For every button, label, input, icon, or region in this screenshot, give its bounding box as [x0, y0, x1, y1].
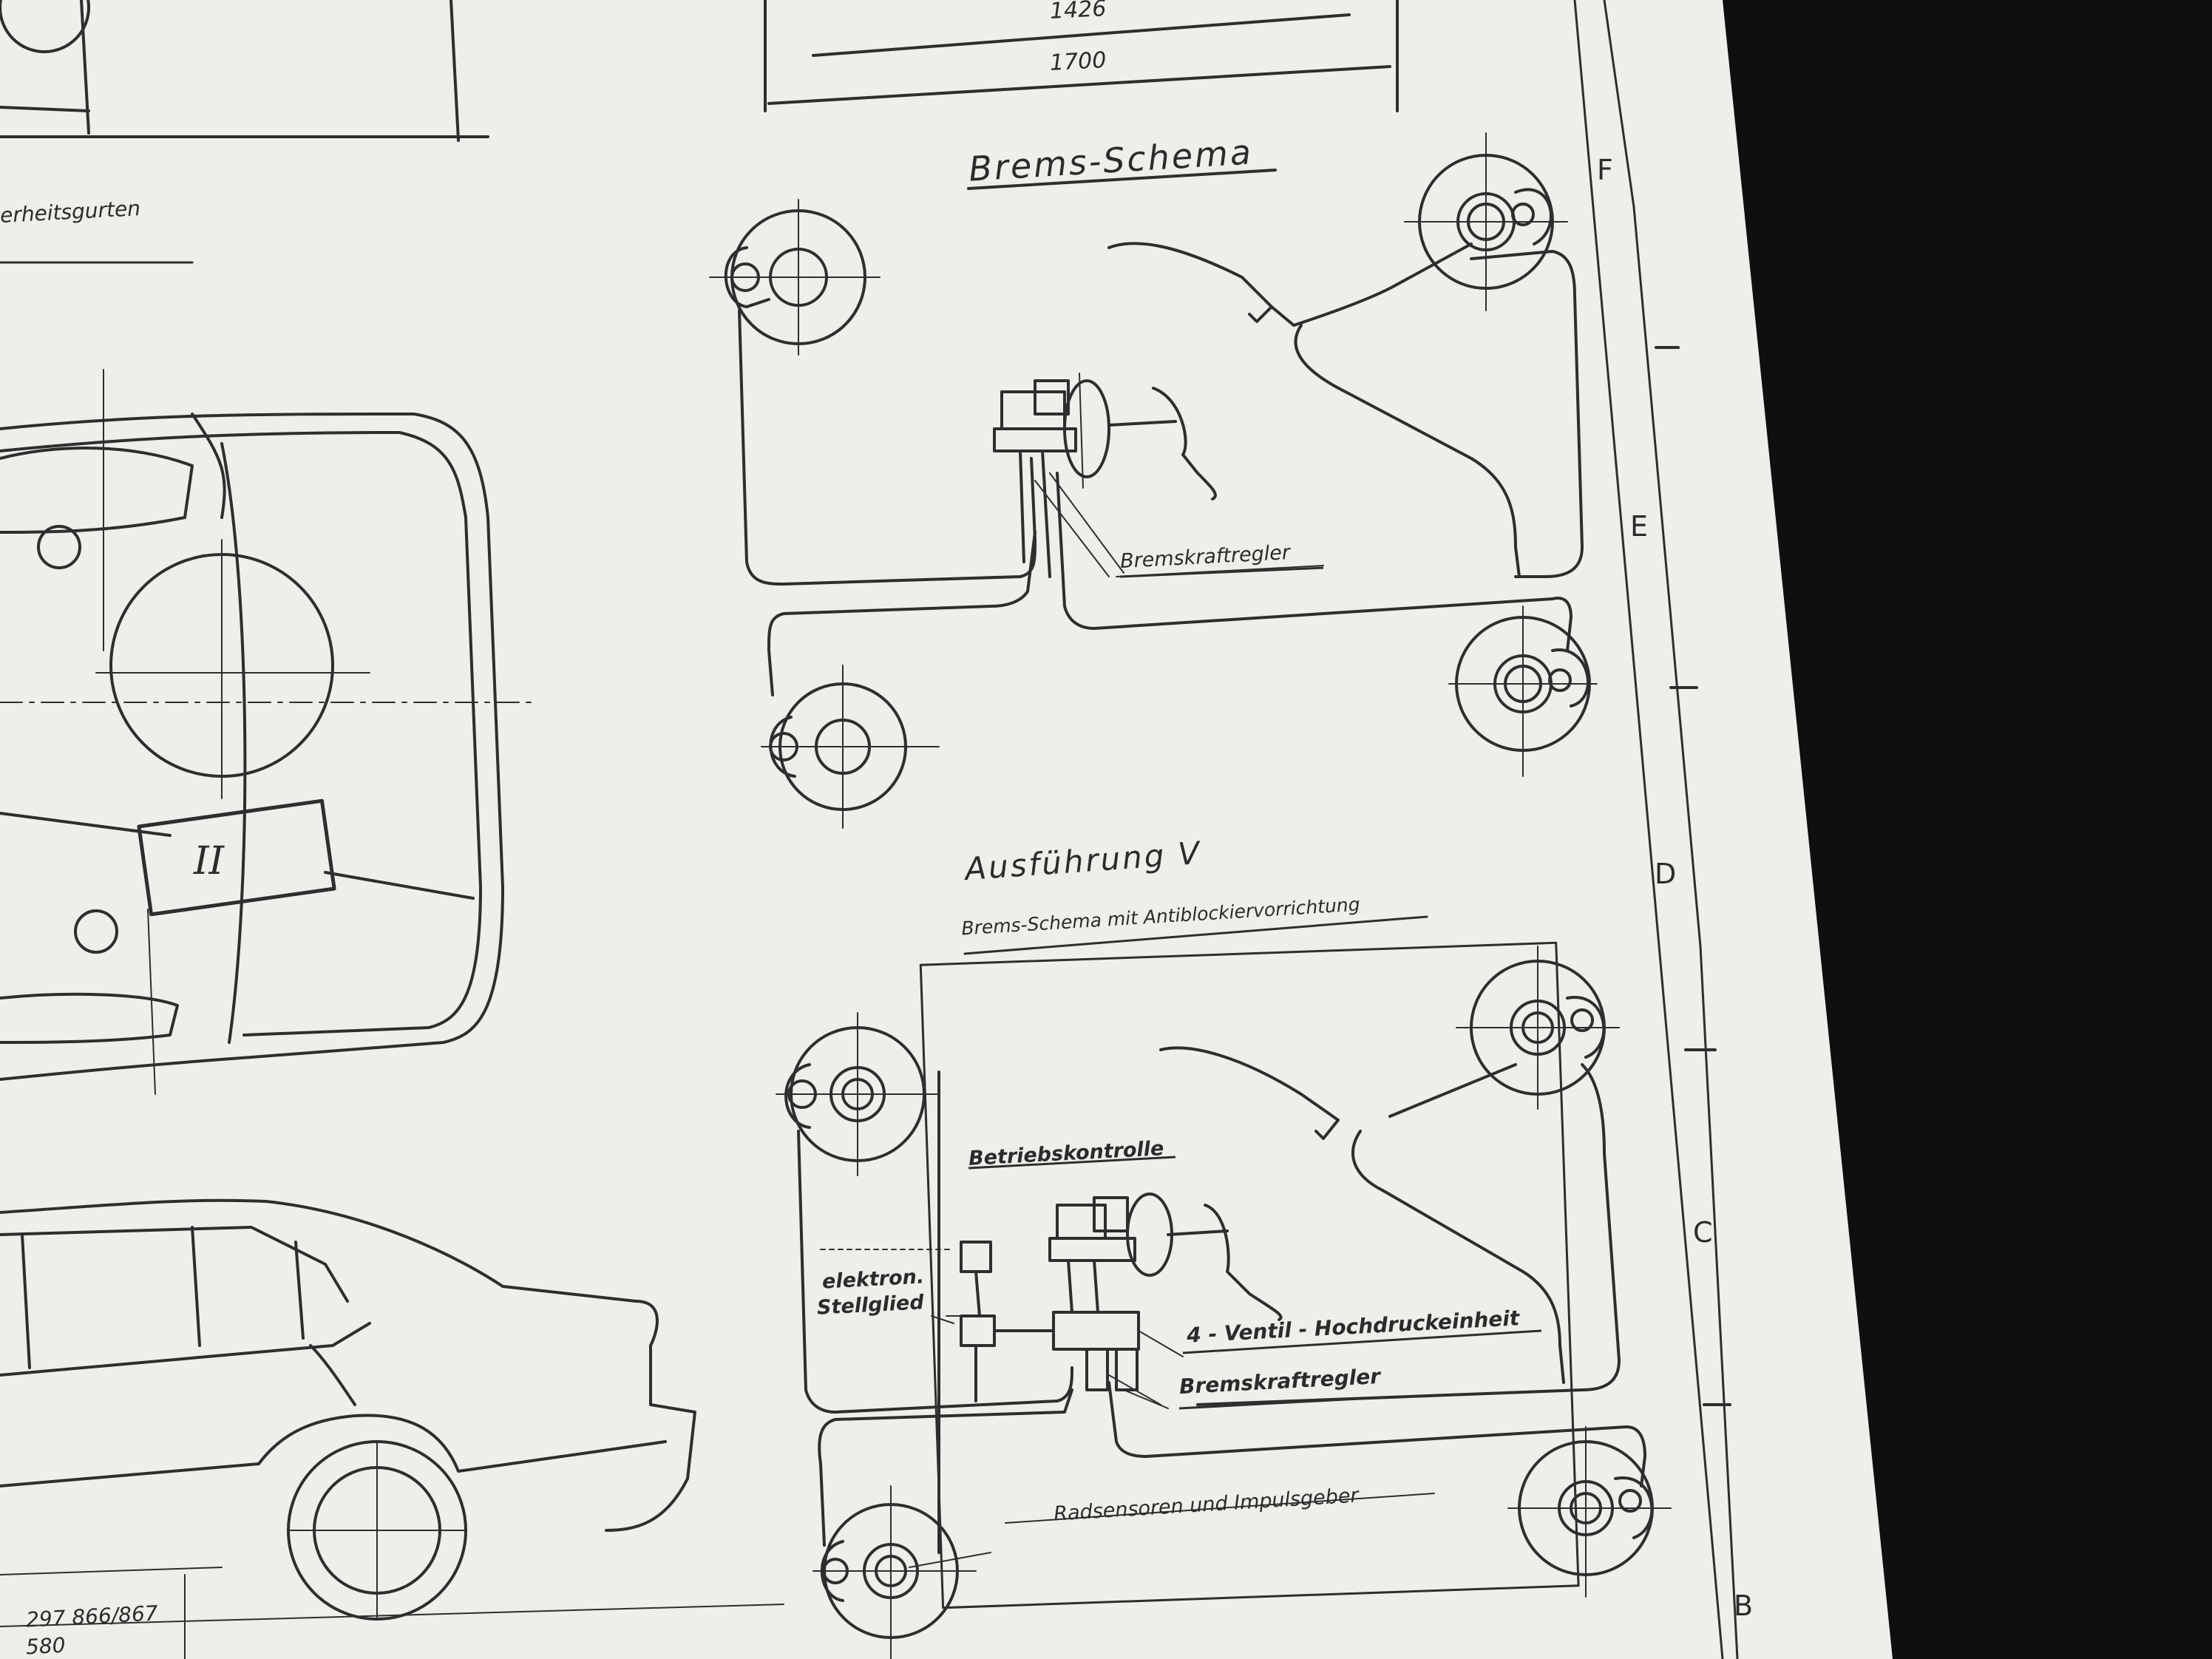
wheel-front-right — [1404, 132, 1568, 311]
wheel-rear-right — [1448, 605, 1598, 777]
top-view-marker: II — [194, 839, 225, 883]
wheel-abs-front-right — [1456, 946, 1620, 1110]
grid-letter-d: D — [1655, 858, 1677, 890]
dimension-1426: 1426 — [1049, 0, 1107, 24]
wheel-abs-rear-right — [1507, 1426, 1672, 1598]
wheel-rear-left — [761, 665, 940, 829]
part-number-2: 580 — [25, 1632, 67, 1659]
wheel-front-left — [709, 199, 881, 356]
wheel-abs-rear-left — [812, 1485, 977, 1659]
grid-letter-f: F — [1597, 154, 1613, 186]
wheel-abs-front-left — [776, 1012, 940, 1176]
grid-letter-b: B — [1734, 1590, 1754, 1622]
dimension-1700: 1700 — [1049, 47, 1107, 76]
paper — [0, 0, 1893, 1659]
grid-letter-e: E — [1630, 510, 1649, 543]
grid-letter-c: C — [1693, 1216, 1713, 1249]
